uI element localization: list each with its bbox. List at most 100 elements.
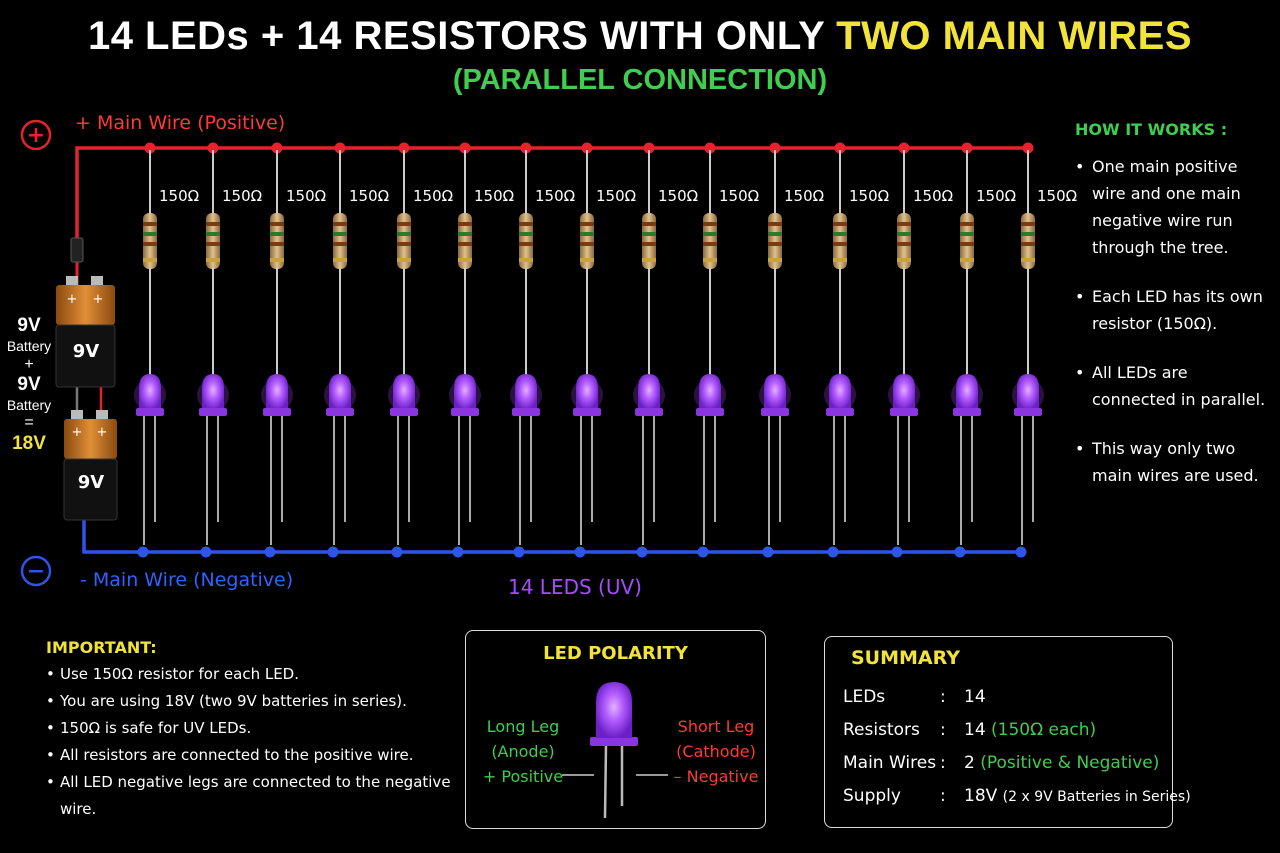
led-rim [136,408,164,416]
negative-junction [452,546,464,558]
short-leg-label: Short Leg (Cathode) – Negative [673,717,759,786]
resistor-band [333,242,347,246]
important-item: All resistors are connected to the posit… [46,742,466,769]
resistor-band [458,242,472,246]
battery-connector [70,237,84,263]
important-item: You are using 18V (two 9V batteries in s… [46,688,466,715]
negative-junction [827,546,839,558]
negative-junction [264,546,276,558]
resistor-band [960,222,974,226]
resistor [1021,213,1035,269]
resistor-band [1021,242,1035,246]
resistor [143,213,157,269]
resistor-band [397,242,411,246]
positive-symbol-icon: + [20,119,52,151]
led-polarity-title: LED POLARITY [543,643,688,664]
svg-text:+: + [97,425,108,440]
resistor-band [768,242,782,246]
resistor-band [897,222,911,226]
resistor-band [768,232,782,236]
positive-junction [144,142,156,154]
led-rim [326,408,354,416]
resistor-band [897,232,911,236]
resistor [206,213,220,269]
svg-text:+: + [67,292,78,307]
long-leg-label: Long Leg (Anode) + Positive [482,717,564,786]
resistor-band [270,232,284,236]
resistor-band [333,222,347,226]
resistor-band [206,242,220,246]
resistor [642,213,656,269]
resistor-label: 150Ω [474,187,514,205]
negative-junction [137,546,149,558]
led-rim [573,408,601,416]
resistor-band [768,258,782,262]
resistor-band [206,258,220,262]
resistor [270,213,284,269]
led-rim [761,408,789,416]
resistor [960,213,974,269]
led [638,374,660,410]
resistor-band [703,242,717,246]
resistor-band [642,232,656,236]
resistor-band [833,222,847,226]
negative-junction [891,546,903,558]
resistor-label: 150Ω [286,187,326,205]
resistor-band [960,258,974,262]
resistor [768,213,782,269]
battery-bottom-label: 9V [78,472,105,493]
resistor-band [833,242,847,246]
battery-top-label: 9V [73,341,100,362]
resistor-band [206,222,220,226]
resistor [397,213,411,269]
resistor [833,213,847,269]
battery-equation: 9V Battery + 9V Battery = 18V [6,315,52,454]
negative-junction [327,546,339,558]
battery-top: + + 9V [55,276,116,388]
led [893,374,915,410]
positive-junction [704,142,716,154]
resistor-band [519,242,533,246]
resistor-band [1021,232,1035,236]
led [764,374,786,410]
resistor-band [333,258,347,262]
resistor-label: 150Ω [976,187,1016,205]
resistor [458,213,472,269]
resistor-band [143,242,157,246]
resistor-band [833,258,847,262]
led-rim [890,408,918,416]
how-it-works-item: This way only two main wires are used. [1075,435,1275,489]
resistor-band [270,258,284,262]
resistor-band [642,242,656,246]
summary-title: SUMMARY [851,647,960,669]
title-part1: 14 LEDs + 14 RESISTORS WITH ONLY [87,14,837,58]
led [515,374,537,410]
resistor-band [960,232,974,236]
led-rim [826,408,854,416]
led [139,374,161,410]
led-rim [953,408,981,416]
resistor-band [270,242,284,246]
led [454,374,476,410]
led-rim [635,408,663,416]
negative-symbol-icon: − [20,555,52,587]
resistor-band [580,222,594,226]
resistor-band [397,232,411,236]
resistor-band [1021,222,1035,226]
resistor-label: 150Ω [849,187,889,205]
led-rim [199,408,227,416]
positive-junction [459,142,471,154]
summary-panel: SUMMARY LEDs:14 Resistors:14 (150Ω each)… [824,636,1191,828]
negative-wire-label: - Main Wire (Negative) [80,569,294,591]
positive-junction [581,142,593,154]
positive-wire-label: + Main Wire (Positive) [75,112,286,134]
led [956,374,978,410]
how-it-works-item: One main positive wire and one main nega… [1075,153,1275,261]
page-subtitle: (PARALLEL CONNECTION) [452,64,828,96]
important-title: IMPORTANT: [46,638,157,657]
negative-junction [762,546,774,558]
positive-junction [643,142,655,154]
led [1017,374,1039,410]
resistor-band [703,258,717,262]
